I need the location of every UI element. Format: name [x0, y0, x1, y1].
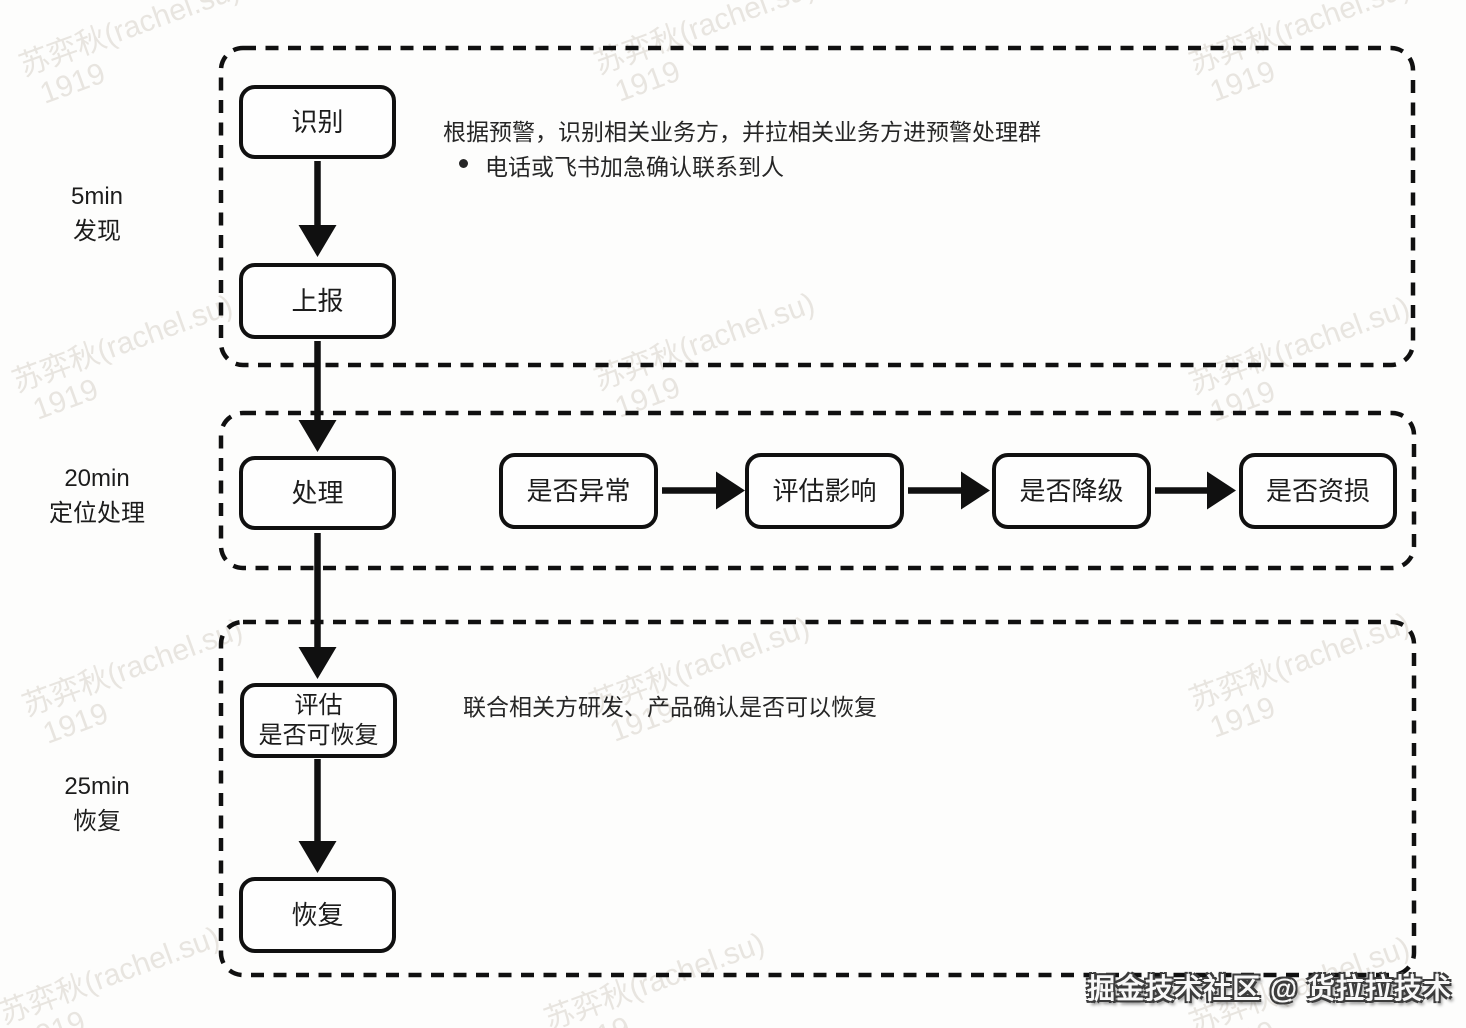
section-discovery-outline: [218, 45, 1416, 368]
discovery-note-bullet: 电话或飞书加急确认联系到人: [443, 148, 1466, 182]
node-assess-recoverable: 评估 是否可恢复: [240, 683, 397, 758]
section-recovery-outline: [218, 619, 1417, 978]
node-report: 上报: [239, 263, 396, 339]
node-identify: 识别: [239, 85, 396, 159]
recovery-note: 联合相关方研发、产品确认是否可以恢复: [463, 694, 877, 720]
arrow-report-to-handle: [298, 341, 337, 452]
footer-credit: 掘金技术社区 @ 货拉拉技术: [1087, 973, 1452, 1004]
stage-duration: 25min: [64, 773, 130, 800]
arrow-handle-to-assess: [298, 533, 337, 679]
stage-duration: 20min: [64, 465, 130, 492]
node-check-capital-loss: 是否资损: [1239, 453, 1397, 529]
discovery-note: 根据预警，识别相关业务方，并拉相关业务方进预警处理群: [443, 119, 1041, 145]
stage-label-recovery: 25min 恢复: [17, 769, 177, 839]
arrow-impact-to-downgrade: [908, 471, 990, 510]
stage-name: 定位处理: [49, 500, 145, 527]
node-assess-impact: 评估影响: [745, 453, 904, 529]
node-handle: 处理: [239, 456, 396, 530]
node-check-downgrade: 是否降级: [992, 453, 1151, 529]
stage-label-discovery: 5min 发现: [17, 179, 177, 249]
node-check-abnormal: 是否异常: [499, 453, 658, 529]
stage-label-locate: 20min 定位处理: [17, 461, 177, 531]
node-recover: 恢复: [239, 877, 396, 953]
arrow-downgrade-to-loss: [1155, 471, 1236, 510]
section-locate-outline: [218, 410, 1417, 571]
arrow-assess-to-recover: [298, 759, 337, 873]
arrow-abnormal-to-impact: [662, 471, 745, 510]
stage-duration: 5min: [70, 183, 124, 210]
arrow-identify-to-report: [298, 161, 337, 257]
stage-name: 恢复: [73, 808, 121, 835]
stage-name: 发现: [73, 218, 121, 245]
